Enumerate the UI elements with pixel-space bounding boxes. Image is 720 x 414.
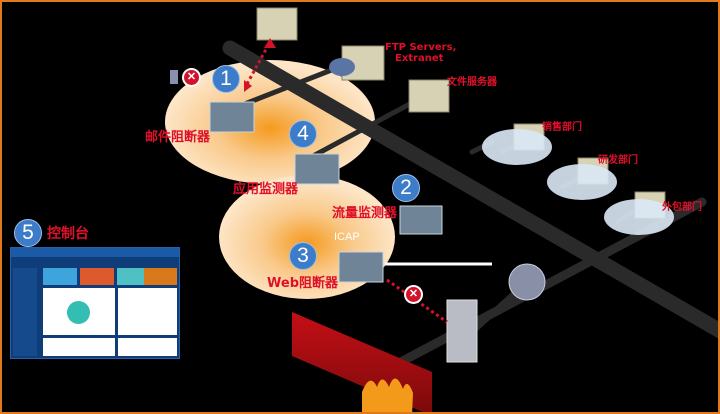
- department-clouds: [482, 129, 674, 235]
- label-icap: ICAP: [334, 231, 360, 243]
- console-card: [144, 268, 177, 285]
- router: [508, 263, 546, 301]
- console-bar-panel: [118, 288, 177, 335]
- lock-icon: [170, 70, 178, 84]
- label-mail-blocker: 邮件阻断器: [145, 130, 211, 145]
- label-traffic-monitor: 流量监测器: [332, 206, 398, 221]
- console-titlebar: [11, 248, 179, 257]
- label-outsource: 外包部门: [662, 202, 702, 213]
- label-file-server: 文件服务器: [447, 77, 497, 88]
- badge-4: 4: [289, 120, 317, 148]
- appliances: [209, 101, 443, 283]
- console-pie: [67, 301, 90, 324]
- label-ftp: FTP Servers,: [385, 42, 457, 53]
- console-screenshot: [10, 247, 180, 359]
- label-web-blocker: Web阻断器: [267, 276, 338, 291]
- console-list-panel: [118, 338, 177, 356]
- block-icon: ✕: [184, 70, 199, 85]
- label-console: 控制台: [47, 226, 89, 242]
- proxy-server: [446, 299, 478, 363]
- console-card: [43, 268, 77, 285]
- badge-5: 5: [14, 219, 42, 247]
- console-card: [117, 268, 151, 285]
- badge-1: 1: [212, 65, 240, 93]
- label-extranet: Extranet: [395, 53, 444, 64]
- console-card: [80, 268, 114, 285]
- console-pie-panel: [43, 288, 115, 335]
- label-sales: 销售部门: [542, 122, 582, 133]
- console-table-panel: [43, 338, 115, 356]
- label-rnd: 研发部门: [598, 155, 638, 166]
- label-app-monitor: 应用监测器: [233, 182, 299, 197]
- block-icon: ✕: [406, 287, 421, 302]
- console-sidebar: [13, 268, 37, 356]
- badge-2: 2: [392, 174, 420, 202]
- badge-3: 3: [289, 242, 317, 270]
